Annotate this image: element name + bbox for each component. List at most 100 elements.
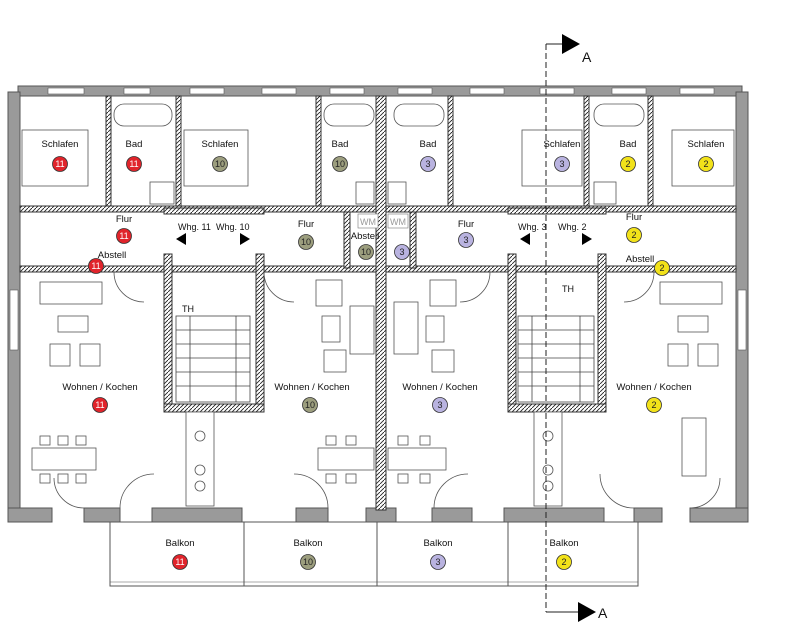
unit-number-bad-2: 2 [625, 159, 630, 169]
unit-badge-flur-2: 2 [626, 227, 642, 243]
unit-badge-bad-2: 2 [620, 156, 636, 172]
arrow-left-icon [520, 233, 530, 245]
section-label-top: A [582, 49, 592, 65]
room-label-bad-3: Bad [420, 139, 437, 150]
unit-badge-schlafen-2: 2 [698, 156, 714, 172]
room-label-schlafen-11: Schlafen [42, 139, 79, 150]
side-windows [9, 289, 747, 351]
arrow-left-icon [176, 233, 186, 245]
bath-fixtures [113, 103, 645, 205]
unit-number-schlafen-3: 3 [559, 159, 564, 169]
stair-entry-labels: Whg. 11 Whg. 10 TH Whg. 3 Whg. 2 TH [176, 222, 592, 314]
arrow-right-icon [582, 233, 592, 245]
room-label-balkon-2: Balkon [549, 538, 578, 549]
unit-number-abstell-10: 10 [361, 247, 371, 257]
whg-11-label: Whg. 11 [178, 222, 211, 232]
unit-number-flur-2: 2 [631, 230, 636, 240]
unit-number-bad-11: 11 [129, 159, 138, 169]
room-label-abstell-11: Abstell [98, 250, 127, 261]
wm-right-label: WM [390, 217, 406, 227]
unit-badge-wohnen-3: 3 [432, 397, 448, 413]
unit-number-flur-3: 3 [463, 235, 468, 245]
dining-tables [31, 417, 707, 484]
unit-badge-bad-3: 3 [420, 156, 436, 172]
unit-badge-schlafen-10: 10 [212, 156, 228, 172]
room-label-balkon-3: Balkon [423, 538, 452, 549]
th-right-label: TH [562, 284, 574, 294]
unit-number-schlafen-2: 2 [703, 159, 708, 169]
unit-number-wohnen-11: 11 [95, 400, 104, 410]
unit-badge-abstell-3: 3 [394, 244, 410, 260]
unit-badge-flur-3: 3 [458, 232, 474, 248]
kitchens [185, 411, 563, 507]
unit-number-balkon-10: 10 [303, 557, 313, 567]
unit-badge-balkon-10: 10 [300, 554, 316, 570]
room-labels: Schlafen 11 Bad 11 Schlafen 10 Bad 10 Bad 3 Schlaf… [42, 139, 725, 570]
washing-machines: WM WM [357, 213, 409, 229]
unit-number-balkon-3: 3 [435, 557, 440, 567]
unit-number-abstell-3: 3 [399, 247, 404, 257]
balconies [109, 521, 639, 587]
unit-badge-abstell-10: 10 [358, 244, 374, 260]
unit-number-schlafen-10: 10 [215, 159, 225, 169]
unit-number-wohnen-2: 2 [651, 400, 656, 410]
unit-badge-balkon-3: 3 [430, 554, 446, 570]
door-swings [53, 271, 721, 509]
unit-badge-schlafen-3: 3 [554, 156, 570, 172]
unit-number-flur-10: 10 [301, 237, 311, 247]
whg-3-label: Whg. 3 [518, 222, 547, 232]
unit-badge-wohnen-10: 10 [302, 397, 318, 413]
room-label-flur-11: Flur [116, 214, 132, 225]
room-label-schlafen-3: Schlafen [544, 139, 581, 150]
unit-number-balkon-11: 11 [175, 557, 184, 567]
unit-badge-wohnen-2: 2 [646, 397, 662, 413]
room-label-flur-2: Flur [626, 212, 642, 223]
section-marker: A A [545, 34, 608, 622]
living-furniture [39, 279, 723, 373]
wm-left-label: WM [360, 217, 376, 227]
unit-badge-bad-11: 11 [126, 156, 142, 172]
room-label-flur-10: Flur [298, 219, 314, 230]
room-label-abstell-10: Abstell [351, 231, 380, 242]
room-label-balkon-10: Balkon [293, 538, 322, 549]
arrow-right-icon [240, 233, 250, 245]
whg-10-label: Whg. 10 [216, 222, 250, 232]
unit-badge-flur-11: 11 [116, 228, 132, 244]
unit-number-wohnen-10: 10 [305, 400, 315, 410]
staircases [175, 315, 595, 403]
unit-badge-balkon-2: 2 [556, 554, 572, 570]
whg-2-label: Whg. 2 [558, 222, 587, 232]
room-label-bad-11: Bad [126, 139, 143, 150]
unit-number-bad-3: 3 [425, 159, 430, 169]
unit-badge-abstell-11: 11 [88, 258, 104, 274]
outer-walls [7, 85, 749, 523]
unit-badge-wohnen-11: 11 [92, 397, 108, 413]
room-label-bad-10: Bad [332, 139, 349, 150]
room-label-wohnen-3: Wohnen / Kochen [402, 382, 477, 393]
unit-badge-abstell-2: 2 [654, 260, 670, 276]
unit-number-abstell-2: 2 [659, 263, 664, 273]
section-label-bottom: A [598, 605, 608, 621]
room-label-wohnen-10: Wohnen / Kochen [274, 382, 349, 393]
unit-number-schlafen-11: 11 [55, 159, 64, 169]
unit-number-balkon-2: 2 [561, 557, 566, 567]
room-label-flur-3: Flur [458, 219, 474, 230]
room-label-wohnen-2: Wohnen / Kochen [616, 382, 691, 393]
room-label-schlafen-2: Schlafen [688, 139, 725, 150]
room-label-bad-2: Bad [620, 139, 637, 150]
unit-number-abstell-11: 11 [91, 261, 100, 271]
unit-badge-balkon-11: 11 [172, 554, 188, 570]
unit-number-flur-11: 11 [119, 231, 128, 241]
unit-badge-flur-10: 10 [298, 234, 314, 250]
unit-badge-schlafen-11: 11 [52, 156, 68, 172]
room-label-schlafen-10: Schlafen [202, 139, 239, 150]
room-label-abstell-2: Abstell [626, 254, 655, 265]
unit-number-bad-10: 10 [335, 159, 345, 169]
room-label-balkon-11: Balkon [165, 538, 194, 549]
th-left-label: TH [182, 304, 194, 314]
unit-badge-bad-10: 10 [332, 156, 348, 172]
room-label-wohnen-11: Wohnen / Kochen [62, 382, 137, 393]
top-windows [47, 87, 715, 95]
unit-number-wohnen-3: 3 [437, 400, 442, 410]
